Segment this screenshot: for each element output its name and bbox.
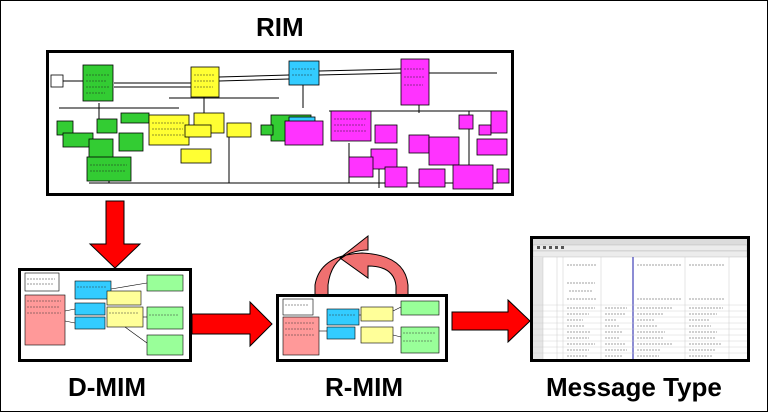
rim-diagram [50,58,510,190]
rmim-diagram-panel [276,294,448,362]
rim-title: RIM [256,12,304,42]
message-type-title: Message Type [546,372,722,402]
message-type-spreadsheet [533,239,747,359]
rmim-title: R-MIM [325,372,403,402]
rmim-diagram [282,298,440,356]
rim-diagram-panel [46,50,514,196]
dmim-diagram-panel [18,268,192,362]
message-type-spreadsheet-panel [530,236,750,362]
dmim-title: D-MIM [68,372,146,402]
dmim-diagram [24,272,184,356]
